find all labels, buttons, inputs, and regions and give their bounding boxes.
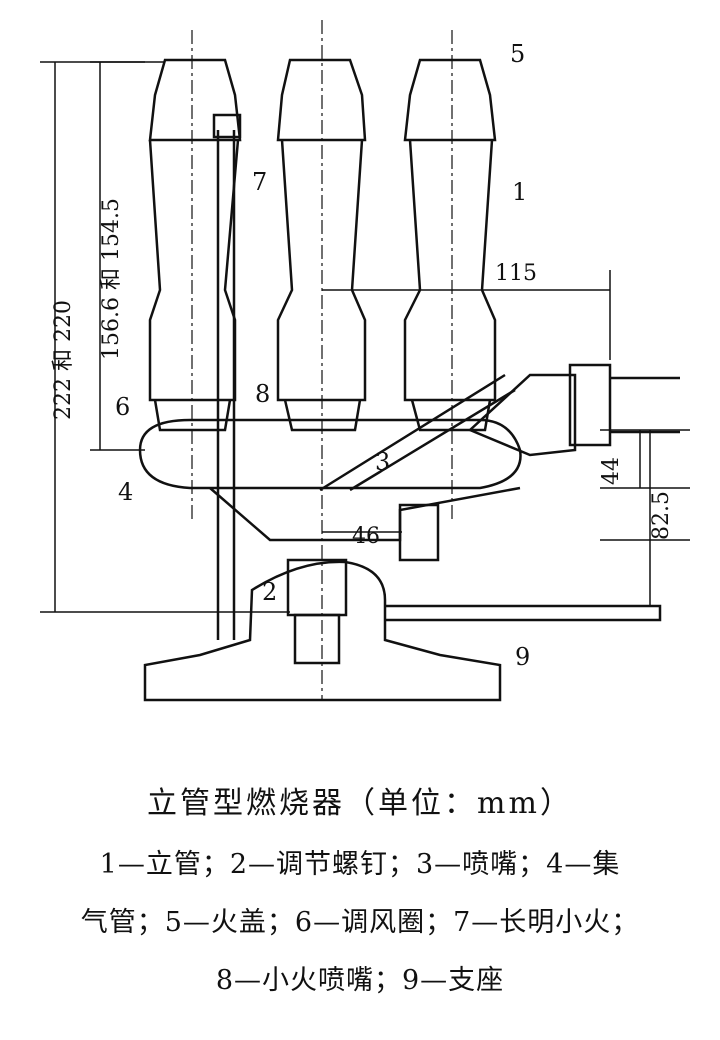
legend-text: 8—小火喷嘴；9—支座: [215, 965, 505, 996]
dim-44: 44: [599, 457, 624, 485]
standing-tube-right: [403, 58, 497, 432]
dim-156-154: 156.6 和 154.5: [99, 198, 124, 360]
legend-line-3: 8—小火喷嘴；9—支座: [0, 958, 720, 997]
dimension-lines: [40, 61, 690, 613]
part-7: 7: [252, 168, 267, 196]
part-1: 1: [512, 178, 527, 206]
dim-115: 115: [495, 261, 537, 286]
burner-drawing: [138, 20, 680, 702]
pilot-supply-tube: [385, 604, 662, 622]
center-lines: [191, 20, 453, 700]
screw-shank: [293, 613, 341, 665]
supply-pipe: [610, 376, 680, 434]
part-numbers: 1 2 3 4 5 6 7 8 9: [115, 40, 530, 671]
part-4: 4: [118, 478, 133, 506]
mixing-channel: [319, 373, 516, 492]
pilot-head: [212, 113, 242, 139]
figure-title: 立管型燃烧器（单位：mm）: [147, 786, 573, 821]
burner-diagram: 222 和 220 156.6 和 154.5 115 44 82.5 46 1…: [40, 20, 690, 702]
dimension-labels: 222 和 220 156.6 和 154.5 115 44 82.5 46: [51, 198, 674, 549]
part-5: 5: [510, 40, 525, 68]
dim-222-220: 222 和 220: [51, 300, 76, 420]
dim-82-5: 82.5: [649, 491, 674, 540]
part-2: 2: [262, 578, 277, 606]
legend-text: 气管；5—火盖；6—调风圈；7—长明小火；: [80, 907, 640, 938]
part-6: 6: [115, 393, 130, 421]
legend-line-2: 气管；5—火盖；6—调风圈；7—长明小火；: [0, 900, 720, 939]
part-3: 3: [375, 448, 390, 476]
inlet-pipe: [467, 373, 577, 457]
dim-46: 46: [352, 524, 380, 549]
legend-text: 1—立管；2—调节螺钉；3—喷嘴；4—集: [99, 849, 621, 880]
side-block: [398, 503, 440, 562]
inlet-connector: [568, 363, 612, 447]
part-8: 8: [255, 380, 270, 408]
part-9: 9: [515, 643, 530, 671]
legend-line-1: 1—立管；2—调节螺钉；3—喷嘴；4—集: [0, 842, 720, 881]
